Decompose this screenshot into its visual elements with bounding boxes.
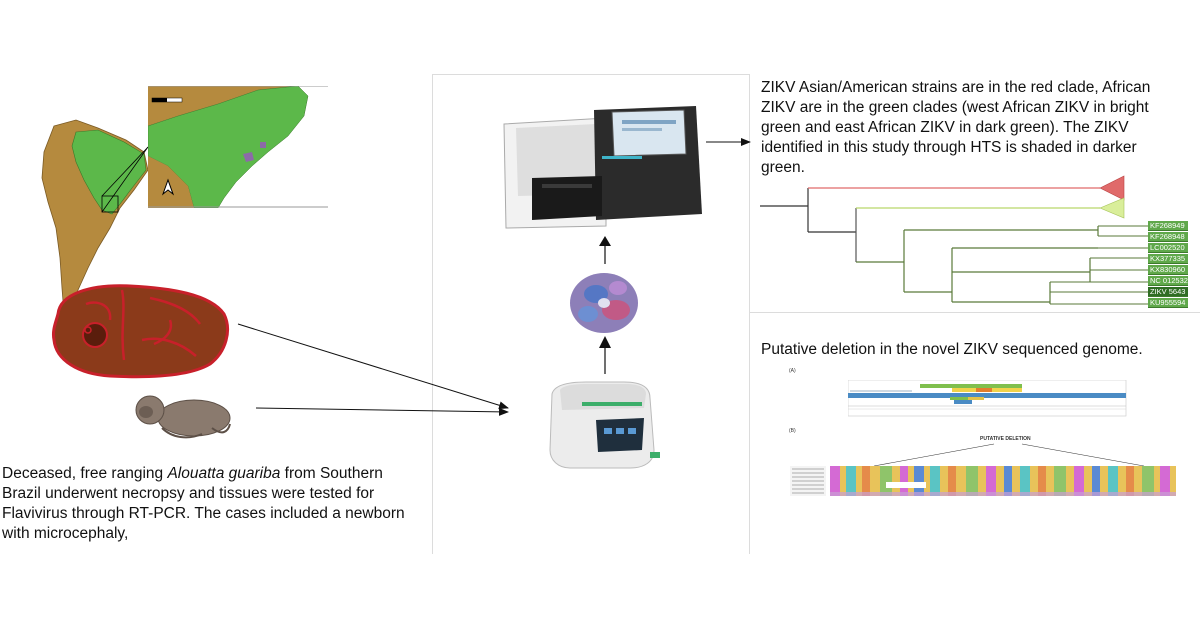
inset-box	[101, 195, 119, 213]
arrows-to-thermocycler	[237, 323, 509, 416]
tree-tip-label: KU955594	[1148, 298, 1188, 308]
brain-illustration	[52, 284, 229, 379]
deletion-caption: Putative deletion in the novel ZIKV sequ…	[761, 341, 1143, 358]
brazil-region	[71, 129, 147, 215]
arrow-to-tree	[706, 138, 751, 146]
genome-alignment-overview	[848, 380, 1127, 417]
inset-map-southern-brazil	[148, 86, 328, 208]
tree-caption: ZIKV Asian/American strains are in the r…	[761, 79, 1151, 176]
virus-particle-illustration	[570, 273, 638, 333]
thermocycler-illustration	[549, 381, 660, 469]
monkey-newborn-illustration	[135, 395, 231, 439]
tree-tip-label: KF268949	[1148, 221, 1188, 231]
south-america-map	[41, 119, 149, 315]
arrow-up-to-sequencer	[599, 236, 611, 264]
inset-leader-lines	[101, 146, 149, 213]
alignment-cells	[830, 466, 1176, 496]
tree-tip-label: LC002520	[1148, 243, 1188, 253]
left-caption: Deceased, free ranging Alouatta guariba …	[2, 464, 422, 544]
divider-right-middle	[749, 74, 750, 554]
red-clade-triangle	[1099, 175, 1125, 201]
tree-tip-label: KF268948	[1148, 232, 1188, 242]
sequence-alignment-detail	[790, 443, 1176, 496]
left-caption-part1: Deceased, free ranging	[2, 465, 168, 482]
tree-tip-label: KX830960	[1148, 265, 1188, 275]
panel-a-label: (A)	[789, 368, 796, 374]
panel-b-label: (B)	[789, 428, 796, 434]
putative-deletion-title: PUTATIVE DELETION	[980, 436, 1031, 442]
tree-tip-label-study-strain: ZIKV 5643	[1148, 287, 1188, 297]
phylogenetic-tree	[760, 175, 1148, 305]
divider-top-middle	[432, 74, 750, 75]
divider-left-middle	[432, 74, 433, 554]
tree-tip-label: KX377335	[1148, 254, 1188, 264]
left-caption-part2: from Southern Brazil underwent necropsy …	[2, 465, 405, 542]
arrow-up-to-virus	[599, 336, 611, 374]
lime-clade-triangle	[1099, 197, 1125, 219]
divider-right-horizontal	[749, 312, 1200, 313]
tree-tip-label: NC 012532	[1148, 276, 1188, 286]
species-name: Alouatta guariba	[167, 465, 281, 482]
sequencer-illustration	[503, 106, 702, 229]
